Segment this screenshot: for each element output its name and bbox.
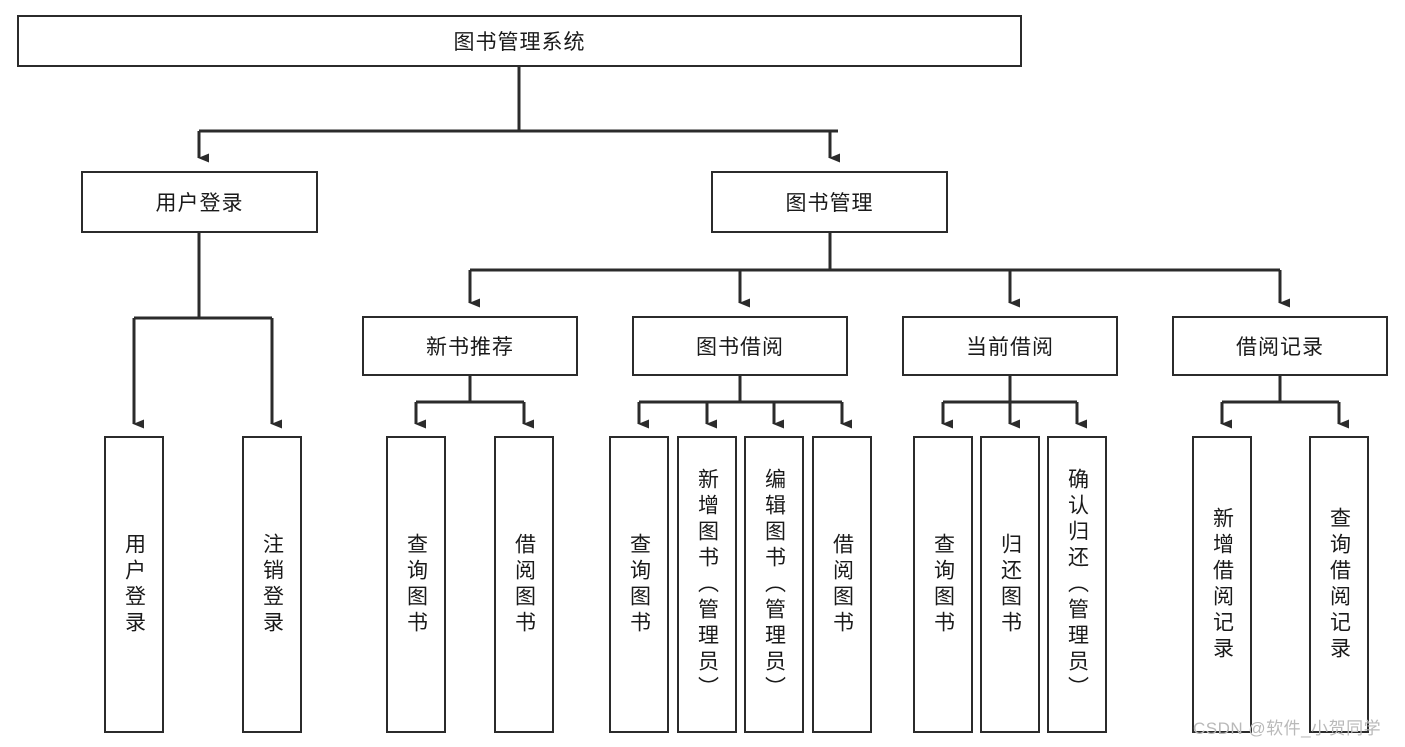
leaf-add-book[interactable]: 新增图书（管理员） xyxy=(677,436,737,733)
leaf-borrow-book-2[interactable]: 借阅图书 xyxy=(812,436,872,733)
leaf-query-book-1[interactable]: 查询图书 xyxy=(386,436,446,733)
leaf-borrow-book-1[interactable]: 借阅图书 xyxy=(494,436,554,733)
node-root-label: 图书管理系统 xyxy=(453,31,586,54)
node-new-book-recommend-label: 新书推荐 xyxy=(426,336,514,359)
node-book-borrow-label: 图书借阅 xyxy=(696,336,784,359)
leaf-logout-login-label: 注销登录 xyxy=(260,532,284,637)
leaf-return-book[interactable]: 归还图书 xyxy=(980,436,1040,733)
node-book-manage[interactable]: 图书管理 xyxy=(711,171,948,233)
leaf-add-record-label: 新增借阅记录 xyxy=(1210,506,1234,663)
node-borrow-record-label: 借阅记录 xyxy=(1236,336,1324,359)
node-user-login[interactable]: 用户登录 xyxy=(81,171,318,233)
leaf-confirm-return[interactable]: 确认归还（管理员） xyxy=(1047,436,1107,733)
leaf-query-book-2-label: 查询图书 xyxy=(627,532,651,637)
leaf-edit-book-label: 编辑图书（管理员） xyxy=(762,467,786,702)
leaf-user-login-label: 用户登录 xyxy=(122,532,146,637)
node-user-login-label: 用户登录 xyxy=(155,192,244,215)
leaf-add-record[interactable]: 新增借阅记录 xyxy=(1192,436,1252,733)
leaf-query-record[interactable]: 查询借阅记录 xyxy=(1309,436,1369,733)
leaf-logout-login[interactable]: 注销登录 xyxy=(242,436,302,733)
leaf-borrow-book-2-label: 借阅图书 xyxy=(830,532,854,637)
leaf-query-book-3[interactable]: 查询图书 xyxy=(913,436,973,733)
leaf-confirm-return-label: 确认归还（管理员） xyxy=(1065,467,1089,702)
node-root[interactable]: 图书管理系统 xyxy=(17,15,1022,67)
node-new-book-recommend[interactable]: 新书推荐 xyxy=(362,316,578,376)
leaf-query-book-1-label: 查询图书 xyxy=(404,532,428,637)
csdn-watermark: CSDN @软件_小贺同学 xyxy=(1193,719,1382,738)
node-borrow-record[interactable]: 借阅记录 xyxy=(1172,316,1388,376)
node-book-manage-label: 图书管理 xyxy=(785,192,874,215)
leaf-user-login[interactable]: 用户登录 xyxy=(104,436,164,733)
leaf-edit-book[interactable]: 编辑图书（管理员） xyxy=(744,436,804,733)
leaf-borrow-book-1-label: 借阅图书 xyxy=(512,532,536,637)
node-current-borrow-label: 当前借阅 xyxy=(966,336,1054,359)
node-current-borrow[interactable]: 当前借阅 xyxy=(902,316,1118,376)
leaf-query-book-3-label: 查询图书 xyxy=(931,532,955,637)
node-book-borrow[interactable]: 图书借阅 xyxy=(632,316,848,376)
leaf-return-book-label: 归还图书 xyxy=(998,532,1022,637)
leaf-query-book-2[interactable]: 查询图书 xyxy=(609,436,669,733)
leaf-add-book-label: 新增图书（管理员） xyxy=(695,467,719,702)
leaf-query-record-label: 查询借阅记录 xyxy=(1327,506,1351,663)
